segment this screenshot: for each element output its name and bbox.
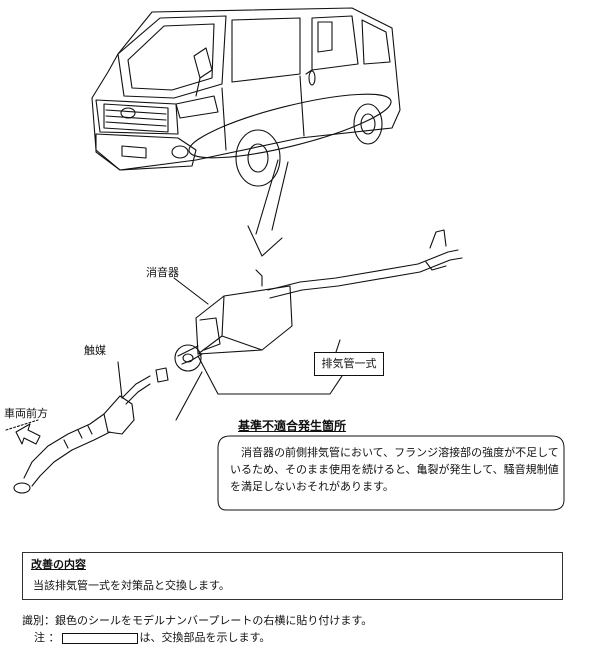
van-illustration — [91, 7, 401, 187]
callout-title: 基準不適合発生箇所 — [238, 419, 347, 433]
pointer-arrow — [247, 159, 289, 257]
remedy-title: 改善の内容 — [31, 558, 86, 571]
identification-label: 識別 — [22, 614, 44, 627]
exhaust-system — [5, 229, 463, 494]
note-row: 注 ： は、交換部品を示します。 — [34, 629, 270, 645]
label-vehicle-front: 車両前方 — [4, 407, 48, 420]
label-catalyst: 触媒 — [84, 344, 106, 357]
callout-bubble-outline — [217, 435, 565, 511]
label-muffler: 消音器 — [146, 266, 179, 279]
note-label: 注 — [34, 631, 45, 644]
identification-row: 識別：銀色のシールをモデルナンバープレートの右横に貼り付けます。 — [22, 612, 372, 628]
recall-diagram — [5, 7, 565, 511]
label-exhaust-pipe-assembly: 排気管一式 — [314, 352, 384, 376]
note-prefix: ： — [48, 631, 60, 644]
callout-text: 消音器の前側排気管において、フランジ溶接部の強度が不足しているため、そのまま使用… — [230, 446, 559, 493]
replacement-part-swatch — [61, 632, 138, 644]
remedy-box: 改善の内容 当該排気管一式を対策品と交換します。 — [22, 552, 563, 600]
remedy-text: 当該排気管一式を対策品と交換します。 — [33, 579, 230, 592]
note-text: は、交換部品を示します。 — [139, 631, 271, 644]
identification-text: ：銀色のシールをモデルナンバープレートの右横に貼り付けます。 — [44, 614, 373, 627]
